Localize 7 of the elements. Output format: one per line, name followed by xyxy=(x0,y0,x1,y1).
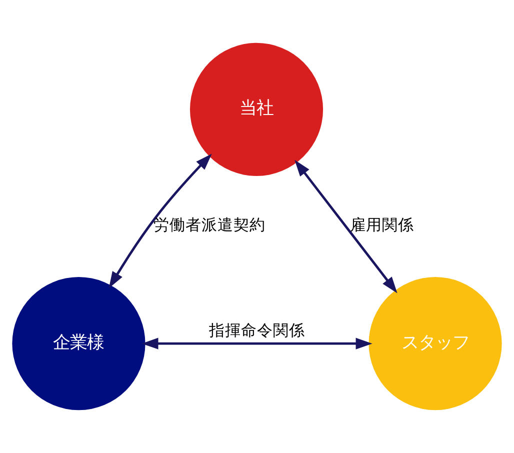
arrow xyxy=(142,338,372,350)
arrow xyxy=(108,154,212,288)
edge-label: 雇用関係 xyxy=(350,216,414,234)
node-circle: 企業様 xyxy=(12,277,146,410)
arrow xyxy=(294,160,398,294)
edge-label: 指揮命令関係 xyxy=(209,322,305,340)
edge-label: 労働者派遣契約 xyxy=(153,216,266,234)
